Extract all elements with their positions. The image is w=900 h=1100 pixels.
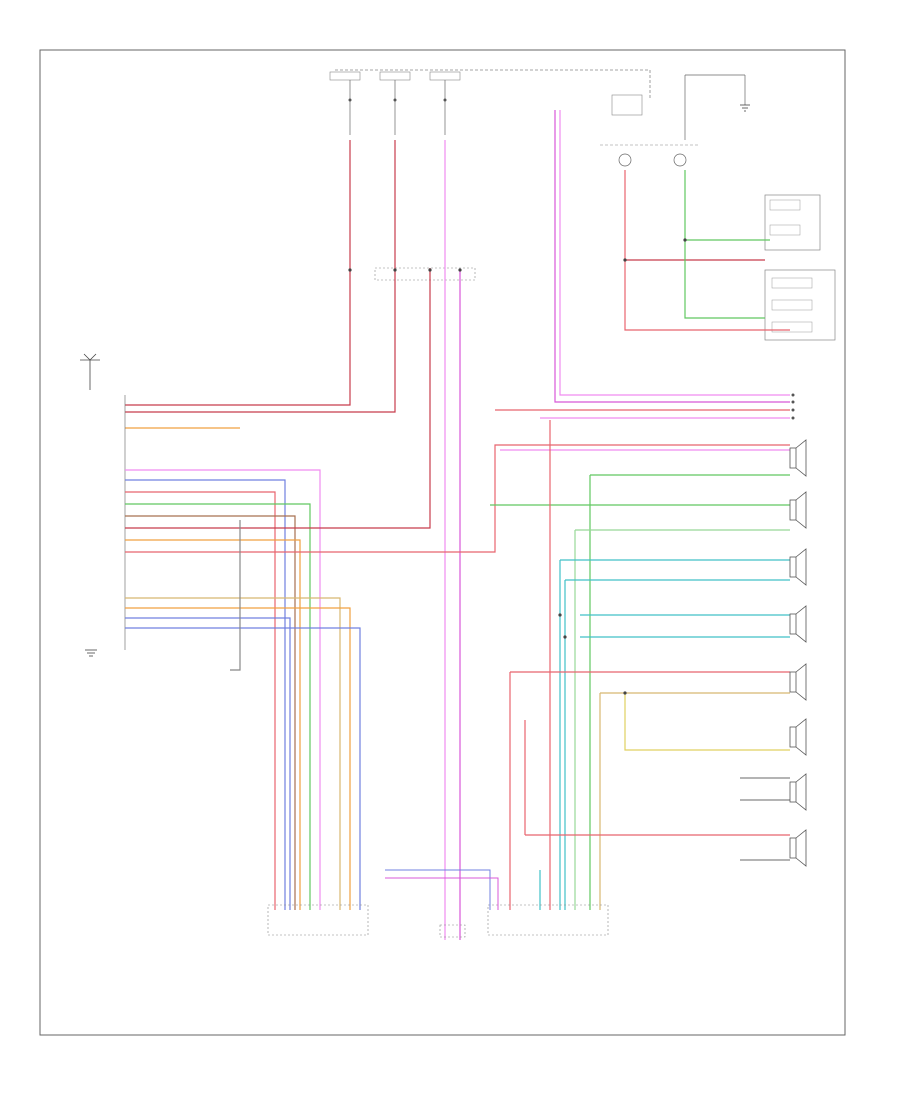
wire-group-right-speakers — [490, 420, 790, 910]
bottom-connector-right — [487, 904, 609, 936]
speaker-icon — [789, 663, 807, 701]
speaker-icon — [789, 829, 807, 867]
bottom-center-pins — [439, 924, 466, 938]
ground-icon — [85, 649, 97, 657]
radio-connector — [80, 353, 126, 657]
diagram-frame — [39, 49, 846, 1036]
speaker-group — [789, 439, 807, 867]
wire-group-top — [125, 110, 790, 940]
speaker-icon — [789, 439, 807, 477]
bottom-connector-left — [267, 904, 369, 936]
speaker-icon — [789, 773, 807, 811]
speaker-icon — [789, 548, 807, 586]
speaker-icon — [789, 491, 807, 529]
speaker-icon — [789, 605, 807, 643]
connector-icon — [791, 393, 795, 420]
antenna-icon — [80, 353, 100, 390]
steering-wheel-switch-right — [764, 269, 836, 341]
junction-dots — [348, 238, 687, 695]
speaker-icon — [789, 718, 807, 756]
ground-icon — [740, 104, 750, 112]
steering-wheel-switch-left — [764, 194, 821, 251]
top-power-section — [329, 69, 750, 281]
wire-group-bottom-splice — [385, 869, 499, 910]
wire-group-left-bundle — [125, 268, 790, 910]
